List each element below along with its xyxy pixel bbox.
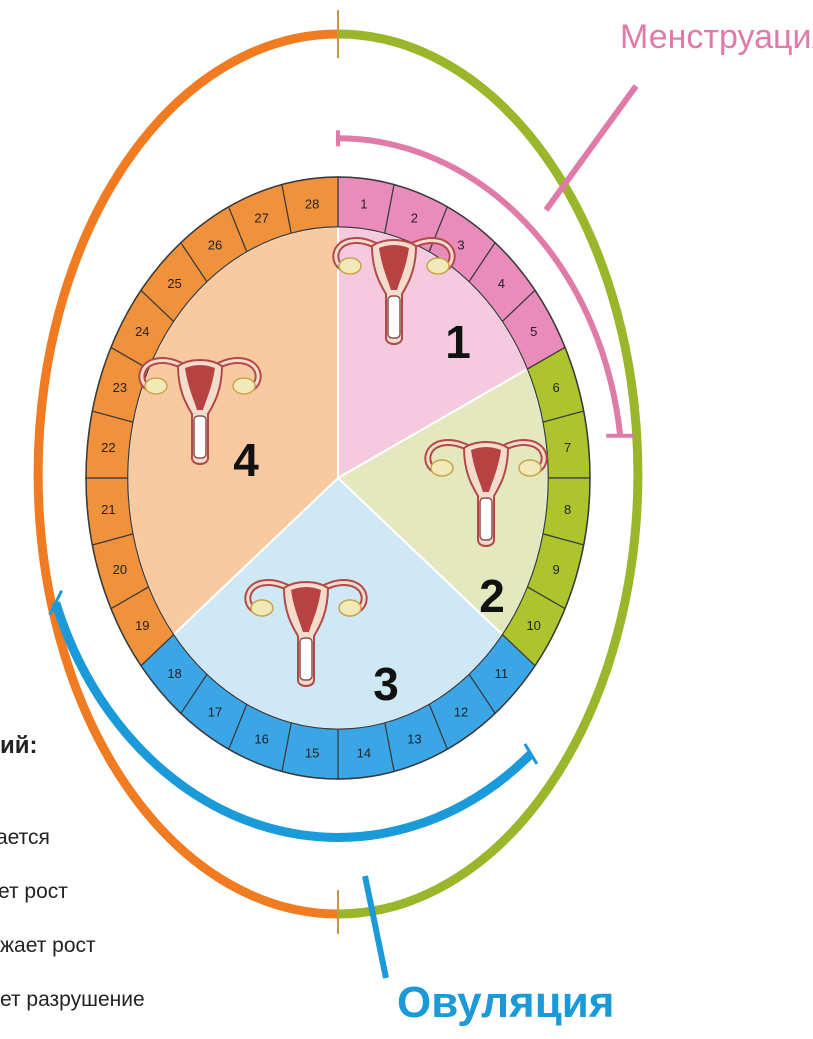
day-label-12: 12: [454, 705, 468, 720]
day-label-21: 21: [101, 502, 115, 517]
ovulation-label: Овуляция: [397, 978, 614, 1028]
day-label-27: 27: [254, 210, 268, 225]
day-label-10: 10: [526, 618, 540, 633]
day-label-8: 8: [564, 502, 571, 517]
day-label-20: 20: [113, 562, 127, 577]
day-label-18: 18: [167, 666, 181, 681]
menstruation-pointer: [546, 86, 636, 210]
day-label-19: 19: [135, 618, 149, 633]
day-label-2: 2: [411, 210, 418, 225]
day-label-22: 22: [101, 440, 115, 455]
side-line-2: ет рост: [0, 880, 68, 904]
day-label-9: 9: [553, 562, 560, 577]
day-label-14: 14: [357, 745, 371, 760]
day-label-28: 28: [305, 197, 319, 212]
side-line-3: жает рост: [0, 934, 96, 958]
side-heading: ий:: [0, 732, 38, 760]
day-label-15: 15: [305, 745, 319, 760]
phase-number-2: 2: [479, 570, 505, 622]
side-line-4: ет разрушение: [0, 988, 145, 1012]
day-label-13: 13: [407, 732, 421, 747]
phase-number-1: 1: [445, 316, 471, 368]
day-label-3: 3: [457, 237, 464, 252]
phase-number-4: 4: [233, 434, 259, 486]
day-label-25: 25: [167, 276, 181, 291]
day-label-7: 7: [564, 440, 571, 455]
day-label-1: 1: [360, 197, 367, 212]
ovulation-pointer: [365, 876, 386, 978]
day-label-4: 4: [498, 276, 505, 291]
menstruation-label: Менструация: [620, 18, 813, 57]
day-label-23: 23: [113, 380, 127, 395]
day-label-26: 26: [208, 237, 222, 252]
phase-number-3: 3: [373, 658, 399, 710]
day-label-24: 24: [135, 324, 149, 339]
day-label-16: 16: [254, 732, 268, 747]
day-label-5: 5: [530, 324, 537, 339]
day-label-11: 11: [495, 666, 509, 681]
day-label-6: 6: [553, 380, 560, 395]
day-label-17: 17: [208, 705, 222, 720]
side-line-1: ается: [0, 826, 50, 850]
